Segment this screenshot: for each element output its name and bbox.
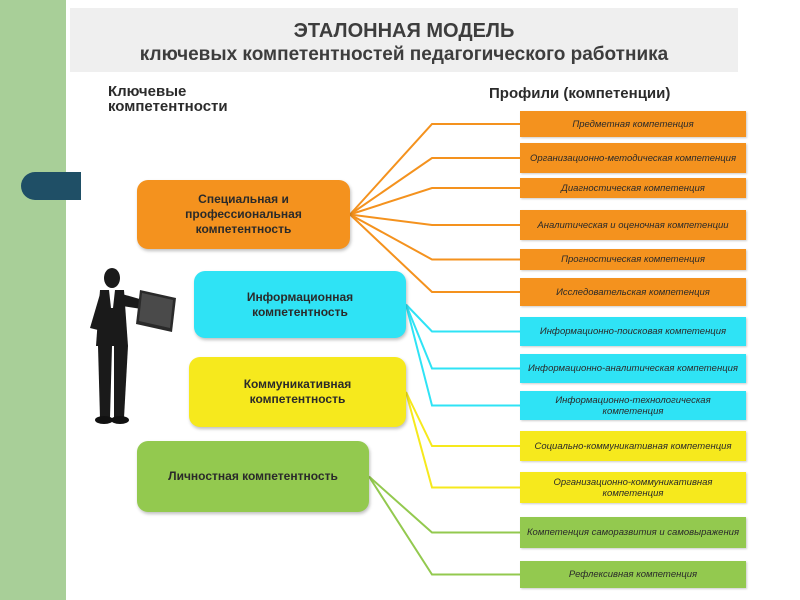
profile-organizational-communicative: Организационно-коммуникативная компетенц… — [520, 472, 746, 503]
profile-research: Исследовательская компетенция — [520, 278, 746, 306]
connector-5 — [349, 213, 520, 293]
connector-10 — [405, 391, 520, 489]
connector-11 — [368, 475, 520, 534]
connector-0 — [349, 123, 520, 216]
connector-7 — [405, 304, 520, 370]
title-line-2: ключевых компетентностей педагогического… — [139, 44, 669, 65]
left-decorative-stripe — [0, 0, 66, 600]
profile-organizational-methodical: Организационно-методическая компетенция — [520, 143, 746, 173]
connector-6 — [405, 303, 520, 333]
profile-info-search: Информационно-поисковая компетенция — [520, 317, 746, 346]
connector-9 — [405, 391, 520, 447]
category-informational: Информационная компетентность — [194, 271, 406, 338]
profile-analytical-evaluative: Аналитическая и оценочная компетенции — [520, 210, 746, 240]
profile-info-analytical: Информационно-аналитическая компетенция — [520, 354, 746, 383]
profile-reflexive: Рефлексивная компетенция — [520, 561, 746, 588]
connector-8 — [405, 304, 520, 407]
connector-2 — [349, 187, 520, 216]
key-competences-header: Ключевые компетентности — [108, 83, 228, 115]
profile-diagnostic: Диагностическая компетенция — [520, 178, 746, 198]
profile-self-development: Компетенция саморазвития и самовыражения — [520, 517, 746, 548]
connector-4 — [349, 213, 520, 261]
profile-info-technological: Информационно-технологическая компетенци… — [520, 391, 746, 420]
connector-1 — [349, 157, 520, 216]
title-banner: ЭТАЛОННАЯ МОДЕЛЬ ключевых компетентносте… — [70, 8, 738, 72]
title-line-1: ЭТАЛОННАЯ МОДЕЛЬ — [293, 20, 515, 42]
profile-social-communicative: Социально-коммуникативная компетенция — [520, 431, 746, 461]
category-communicative: Коммуникативная компетентность — [189, 357, 406, 427]
profile-prognostic: Прогностическая компетенция — [520, 249, 746, 270]
category-personal: Личностная компетентность — [137, 441, 369, 512]
profiles-header: Профили (компетенции) — [489, 85, 671, 102]
profile-subject-competence: Предметная компетенция — [520, 111, 746, 137]
slide-tab-decoration — [21, 172, 81, 200]
connector-3 — [349, 213, 520, 226]
person-reading-illustration — [90, 268, 176, 424]
category-special-professional: Специальная и профессиональная компетент… — [137, 180, 350, 249]
connector-12 — [368, 475, 520, 576]
